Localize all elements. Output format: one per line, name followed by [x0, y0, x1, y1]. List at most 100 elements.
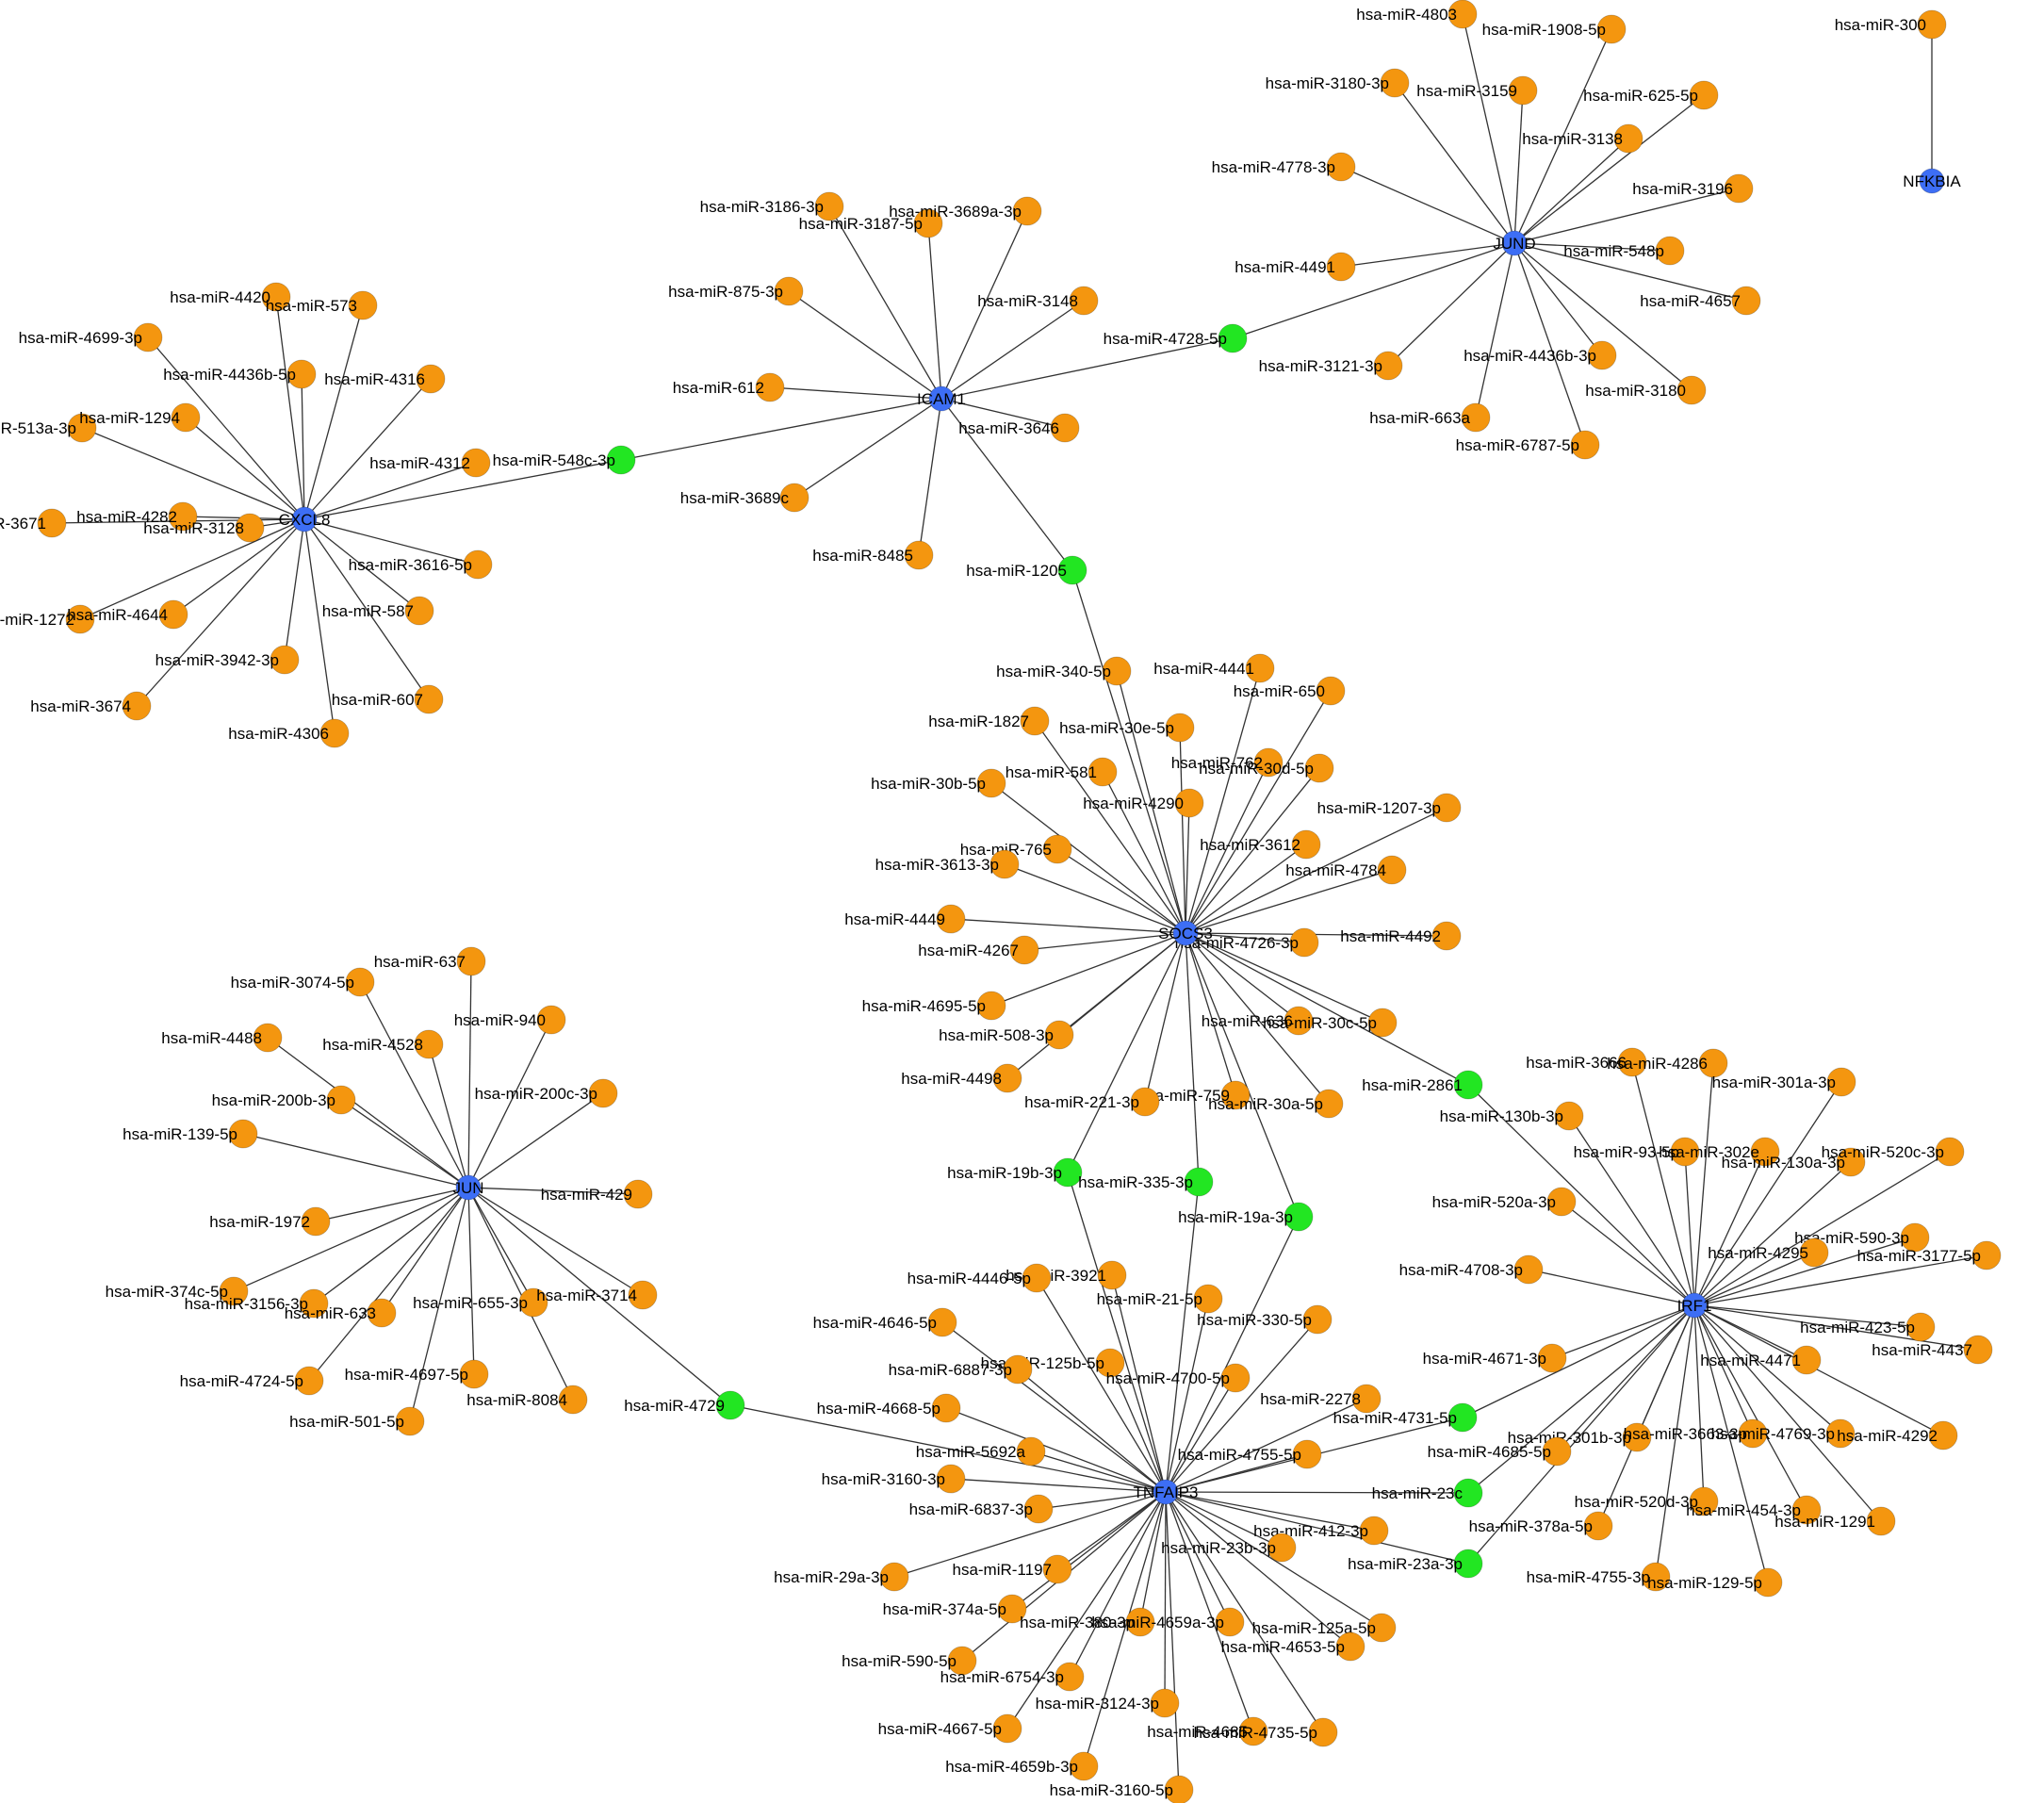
mirna-node-hsa-mir-520a-3p[interactable]: hsa-miR-520a-3p: [1432, 1187, 1577, 1217]
mirna-node-circle[interactable]: [1245, 653, 1275, 683]
mirna-node-hsa-mir-4471[interactable]: hsa-miR-4471: [1700, 1345, 1822, 1375]
mirna-node-circle[interactable]: [1102, 656, 1132, 686]
mirna-node-circle[interactable]: [1836, 1147, 1866, 1177]
gene-node-jund[interactable]: JUND: [1493, 230, 1536, 256]
mirna-node-circle[interactable]: [1963, 1335, 1993, 1365]
mirna-node-hsa-mir-340-5p[interactable]: hsa-miR-340-5p: [996, 656, 1132, 686]
mirna-node-hsa-mir-4700-5p[interactable]: hsa-miR-4700-5p: [1106, 1363, 1251, 1393]
mirna-node-circle[interactable]: [606, 445, 636, 475]
mirna-node-hsa-mir-4312[interactable]: hsa-miR-4312: [369, 448, 491, 478]
mirna-node-hsa-mir-508-3p[interactable]: hsa-miR-508-3p: [939, 1020, 1074, 1050]
mirna-node-circle[interactable]: [1731, 286, 1761, 316]
mirna-node-hsa-mir-762[interactable]: hsa-miR-762: [1171, 747, 1284, 778]
mirna-node-circle[interactable]: [913, 208, 943, 238]
mirna-node-hsa-mir-655-3p[interactable]: hsa-miR-655-3p: [413, 1287, 548, 1318]
mirna-node-circle[interactable]: [1218, 323, 1248, 353]
mirna-node-hsa-mir-23a-3p[interactable]: hsa-miR-23a-3p: [1348, 1549, 1483, 1579]
mirna-node-hsa-mir-4699-3p[interactable]: hsa-miR-4699-3p: [19, 322, 163, 352]
mirna-node-hsa-mir-3674[interactable]: hsa-miR-3674: [30, 691, 152, 721]
gene-node-circle[interactable]: [291, 506, 318, 533]
mirna-node-hsa-mir-3186-3p[interactable]: hsa-miR-3186-3p: [700, 191, 844, 221]
mirna-node-circle[interactable]: [1799, 1238, 1829, 1268]
mirna-node-circle[interactable]: [456, 946, 486, 976]
mirna-node-circle[interactable]: [1461, 402, 1491, 433]
mirna-node-hsa-mir-4731-5p[interactable]: hsa-miR-4731-5p: [1333, 1402, 1478, 1433]
mirna-node-circle[interactable]: [319, 718, 350, 748]
mirna-node-circle[interactable]: [1291, 829, 1321, 860]
mirna-node-hsa-mir-1207-3p[interactable]: hsa-miR-1207-3p: [1317, 793, 1462, 823]
mirna-node-circle[interactable]: [1587, 340, 1617, 370]
mirna-node-hsa-mir-4778-3p[interactable]: hsa-miR-4778-3p: [1212, 152, 1356, 182]
mirna-node-circle[interactable]: [1326, 252, 1356, 282]
gene-node-nfkbia[interactable]: NFKBIA: [1903, 168, 1961, 194]
mirna-node-circle[interactable]: [1583, 1511, 1613, 1541]
mirna-node-circle[interactable]: [1447, 1402, 1478, 1433]
mirna-node-circle[interactable]: [1069, 286, 1099, 316]
mirna-node-hsa-mir-4644[interactable]: hsa-miR-4644: [67, 599, 188, 630]
mirna-node-circle[interactable]: [1753, 1567, 1783, 1598]
mirna-node-circle[interactable]: [1253, 747, 1284, 778]
mirna-node-hsa-mir-4437[interactable]: hsa-miR-4437: [1872, 1335, 1993, 1365]
mirna-node-circle[interactable]: [122, 691, 152, 721]
mirna-node-circle[interactable]: [1447, 0, 1478, 29]
mirna-node-hsa-mir-650[interactable]: hsa-miR-650: [1234, 676, 1346, 706]
mirna-node-circle[interactable]: [1150, 1688, 1180, 1718]
mirna-node-hsa-mir-3689a-3p[interactable]: hsa-miR-3689a-3p: [889, 196, 1042, 226]
mirna-node-circle[interactable]: [1689, 80, 1719, 110]
mirna-node-circle[interactable]: [1826, 1067, 1856, 1097]
mirna-node-circle[interactable]: [558, 1385, 588, 1415]
mirna-node-circle[interactable]: [1165, 713, 1195, 743]
mirna-node-hsa-mir-3177-5p[interactable]: hsa-miR-3177-5p: [1857, 1240, 2002, 1270]
mirna-node-hsa-mir-200c-3p[interactable]: hsa-miR-200c-3p: [475, 1078, 618, 1108]
mirna-node-circle[interactable]: [947, 1646, 977, 1676]
mirna-node-hsa-mir-3663-3p[interactable]: hsa-miR-3663-3p: [1624, 1418, 1768, 1449]
gene-node-icam1[interactable]: ICAM1: [917, 385, 966, 412]
mirna-node-circle[interactable]: [1326, 152, 1356, 182]
mirna-node-hsa-mir-19a-3p[interactable]: hsa-miR-19a-3p: [1178, 1202, 1314, 1232]
mirna-node-hsa-mir-3124-3p[interactable]: hsa-miR-3124-3p: [1036, 1688, 1180, 1718]
mirna-node-circle[interactable]: [1215, 1607, 1245, 1637]
mirna-node-hsa-mir-663a[interactable]: hsa-miR-663a: [1369, 402, 1491, 433]
mirna-node-hsa-mir-30d-5p[interactable]: hsa-miR-30d-5p: [1199, 753, 1334, 783]
mirna-node-hsa-mir-3714[interactable]: hsa-miR-3714: [536, 1280, 658, 1310]
mirna-node-circle[interactable]: [1044, 1020, 1074, 1050]
mirna-node-hsa-mir-4282[interactable]: hsa-miR-4282: [76, 501, 198, 532]
mirna-node-hsa-mir-3612[interactable]: hsa-miR-3612: [1200, 829, 1321, 860]
mirna-node-hsa-mir-129-5p[interactable]: hsa-miR-129-5p: [1647, 1567, 1783, 1598]
mirna-node-hsa-mir-4728-5p[interactable]: hsa-miR-4728-5p: [1104, 323, 1248, 353]
mirna-node-hsa-mir-4659b-3p[interactable]: hsa-miR-4659b-3p: [945, 1751, 1099, 1781]
mirna-node-circle[interactable]: [1900, 1222, 1930, 1253]
mirna-node-circle[interactable]: [404, 596, 434, 626]
mirna-node-circle[interactable]: [976, 991, 1006, 1021]
mirna-node-circle[interactable]: [1284, 1202, 1314, 1232]
mirna-node-hsa-mir-429[interactable]: hsa-miR-429: [541, 1179, 653, 1209]
mirna-node-hsa-mir-4646-5p[interactable]: hsa-miR-4646-5p: [813, 1307, 957, 1337]
mirna-node-hsa-mir-4685[interactable]: hsa-miR-4685: [1147, 1716, 1268, 1746]
mirna-node-hsa-mir-3671[interactable]: hsa-miR-3671: [0, 508, 67, 538]
mirna-node-hsa-mir-21-5p[interactable]: hsa-miR-21-5p: [1097, 1284, 1223, 1314]
mirna-node-hsa-mir-520d-3p[interactable]: hsa-miR-520d-3p: [1575, 1486, 1719, 1516]
mirna-node-circle[interactable]: [348, 290, 378, 320]
mirna-node-hsa-mir-29a-3p[interactable]: hsa-miR-29a-3p: [774, 1562, 909, 1592]
mirna-node-circle[interactable]: [1453, 1549, 1483, 1579]
mirna-node-circle[interactable]: [463, 549, 493, 580]
gene-node-tnfaip3[interactable]: TNFAIP3: [1134, 1479, 1199, 1505]
mirna-node-hsa-mir-330-5p[interactable]: hsa-miR-330-5p: [1197, 1304, 1333, 1335]
mirna-node-circle[interactable]: [345, 967, 375, 997]
mirna-node-circle[interactable]: [133, 322, 163, 352]
mirna-node-hsa-mir-590-5p[interactable]: hsa-miR-590-5p: [842, 1646, 977, 1676]
mirna-node-circle[interactable]: [1087, 757, 1118, 787]
mirna-node-hsa-mir-3159[interactable]: hsa-miR-3159: [1416, 75, 1538, 106]
mirna-node-hsa-mir-8485[interactable]: hsa-miR-8485: [812, 540, 934, 570]
mirna-node-circle[interactable]: [326, 1085, 356, 1115]
mirna-node-hsa-mir-6887-3p[interactable]: hsa-miR-6887-3p: [889, 1354, 1033, 1385]
mirna-node-circle[interactable]: [774, 276, 804, 306]
mirna-node-circle[interactable]: [1238, 1716, 1268, 1746]
mirna-node-hsa-mir-3666[interactable]: hsa-miR-3666: [1526, 1047, 1647, 1077]
mirna-node-circle[interactable]: [1164, 1775, 1194, 1803]
mirna-node-circle[interactable]: [1546, 1187, 1577, 1217]
mirna-node-circle[interactable]: [904, 540, 934, 570]
mirna-node-circle[interactable]: [459, 1359, 489, 1389]
mirna-node-circle[interactable]: [1314, 1089, 1344, 1119]
mirna-node-circle[interactable]: [1596, 14, 1627, 44]
